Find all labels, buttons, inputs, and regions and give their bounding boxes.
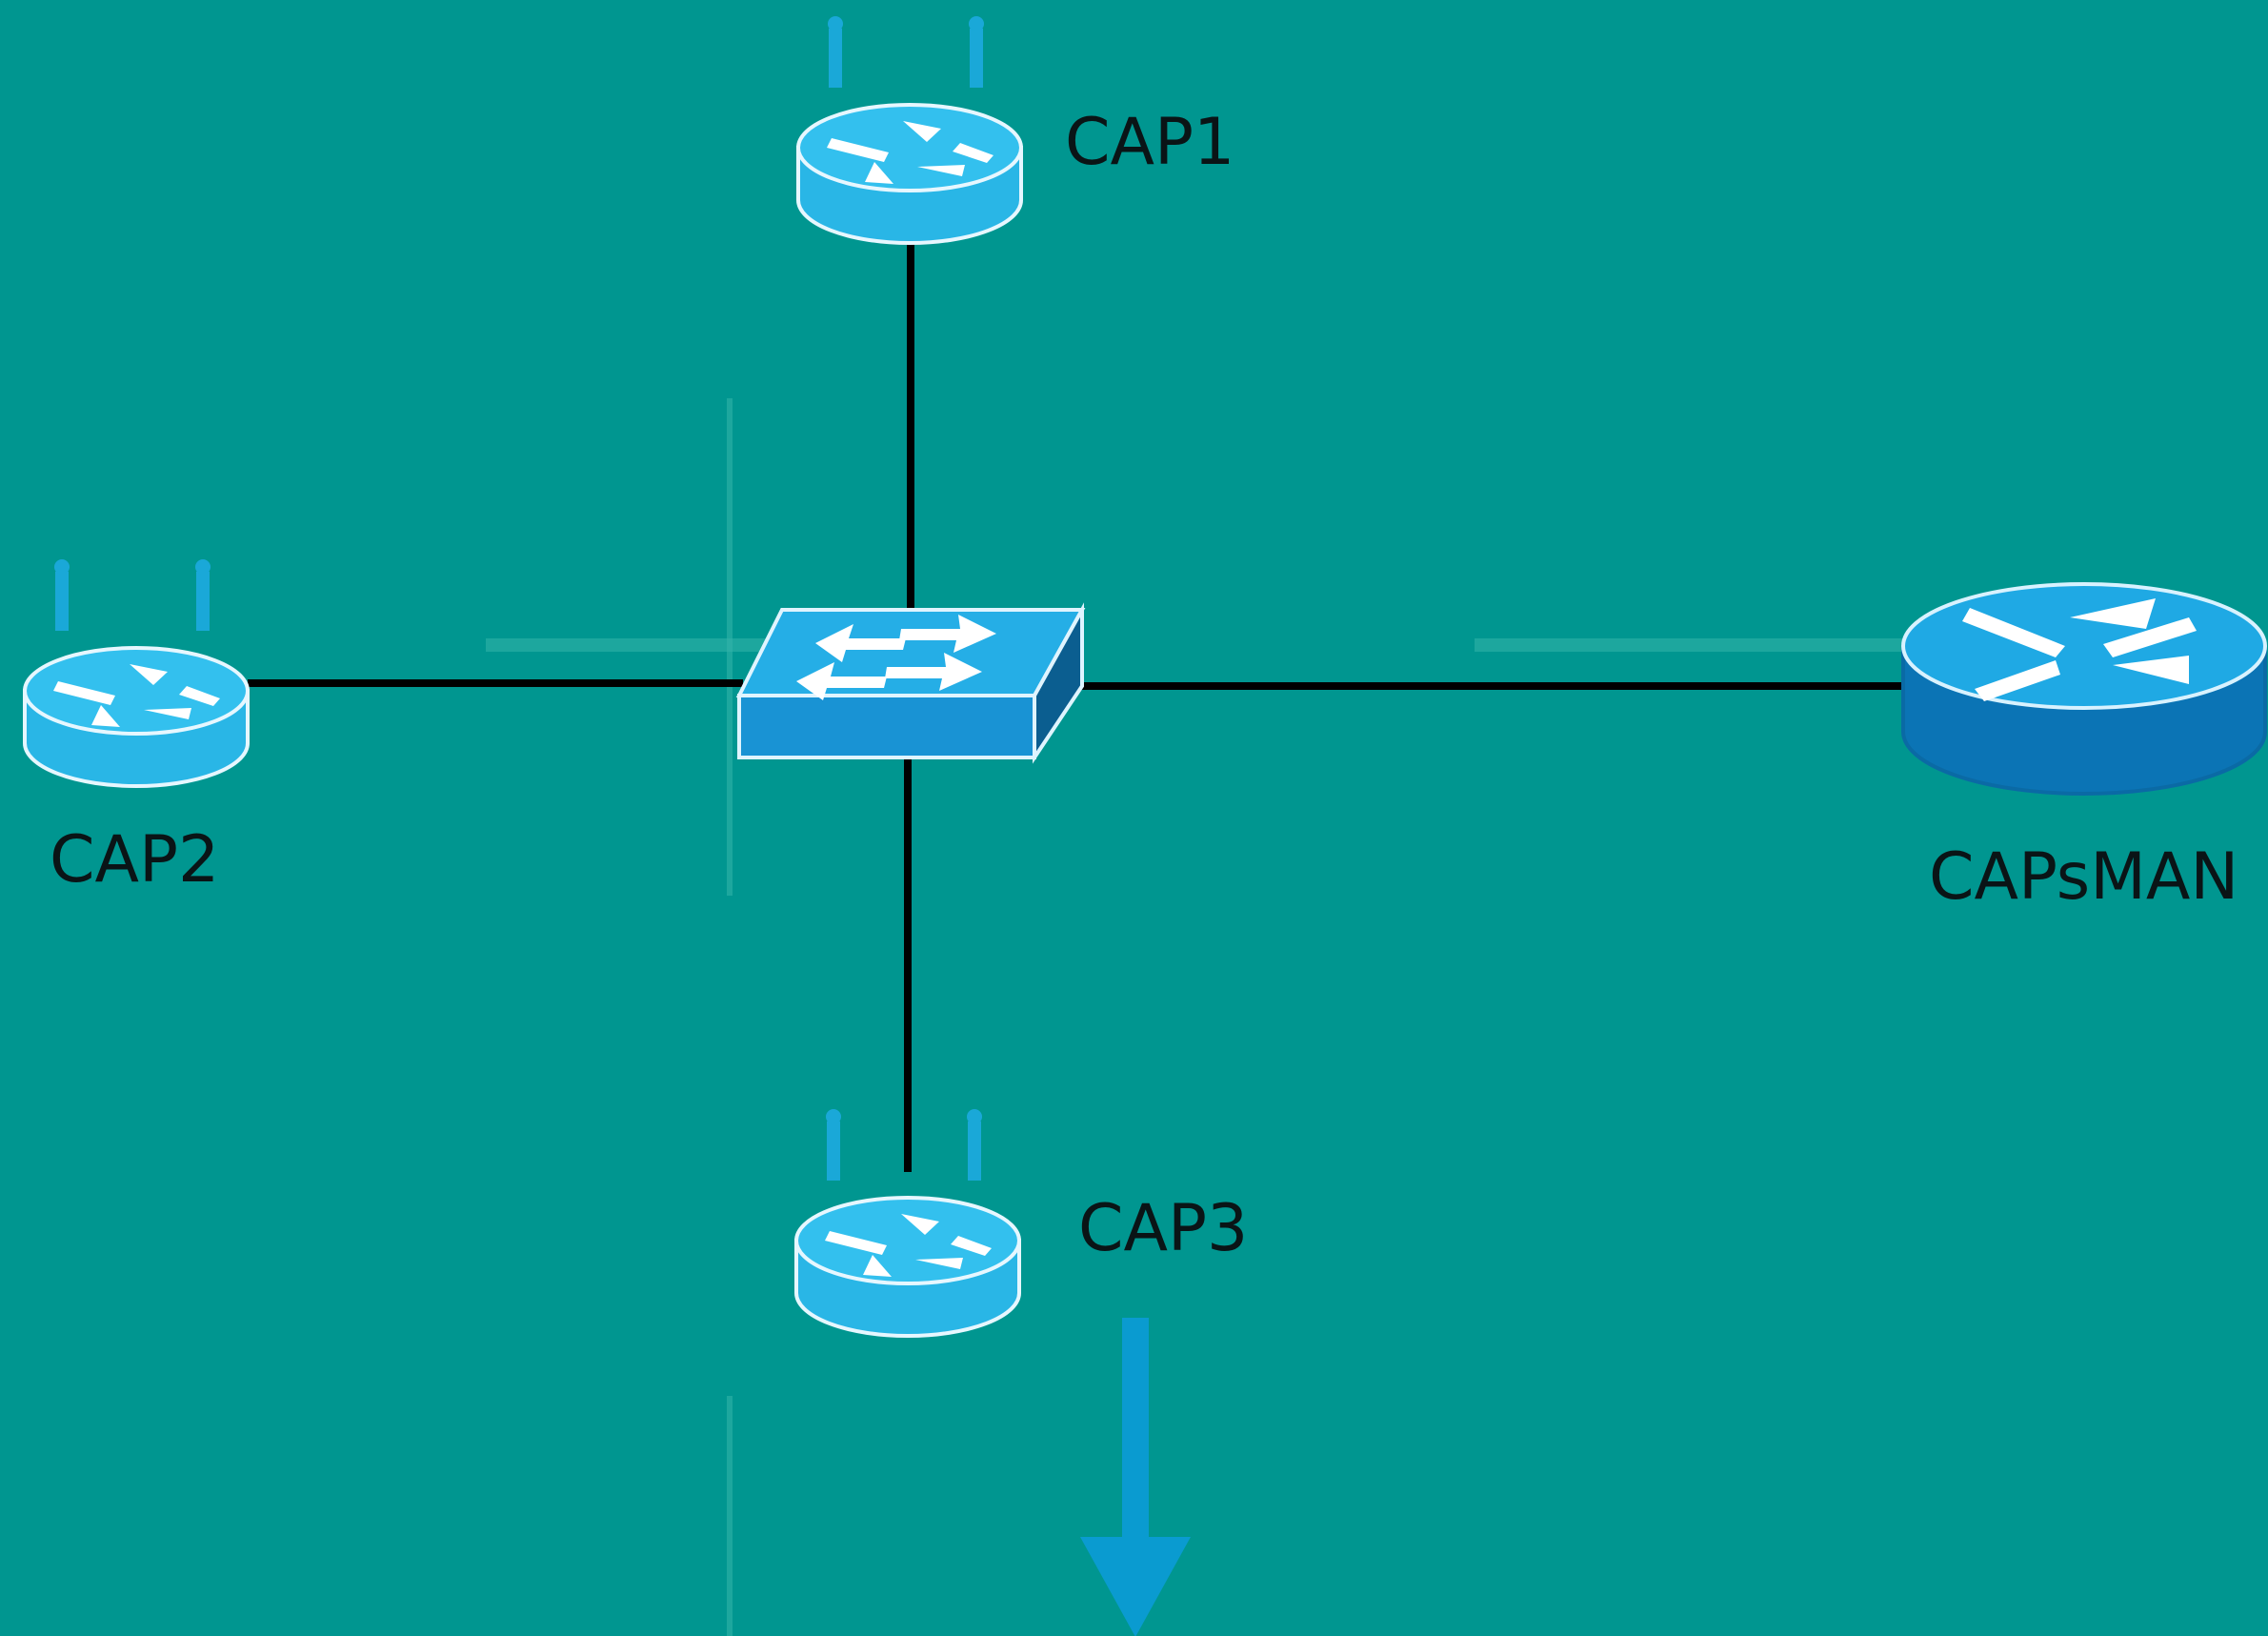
cap2-node[interactable]: CAP2 [23,557,250,898]
wireless-router-icon [23,557,250,788]
switch-icon[interactable] [737,608,1084,759]
capsman-label: CAPsMAN [1929,839,2238,915]
cap1-label: CAP1 [1065,105,1234,180]
arrow-down-icon [1080,1318,1191,1636]
cap1-node[interactable]: CAP1 [796,14,1234,245]
cap3-node[interactable]: CAP3 [794,1107,1248,1338]
wireless-router-icon [796,14,1023,245]
cap3-label: CAP3 [1078,1191,1248,1266]
capsman-node[interactable]: CAPsMAN [1901,582,2267,915]
router-icon [1901,582,2267,796]
cap2-label: CAP2 [50,822,219,898]
